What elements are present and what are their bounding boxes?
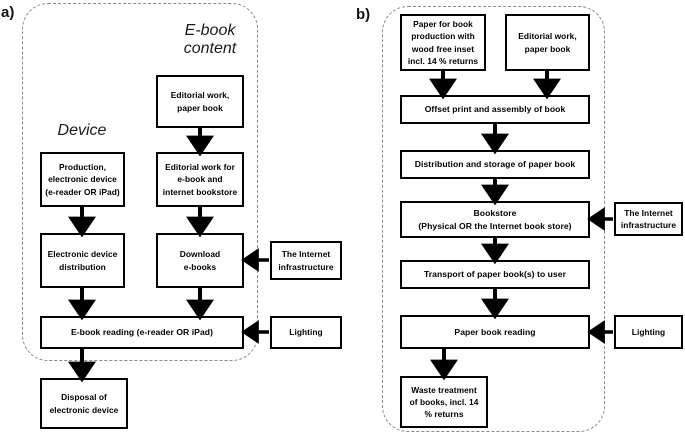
node-paper-book-reading[interactable]: Paper book reading [400, 315, 590, 349]
node-lighting-a[interactable]: Lighting [270, 316, 342, 349]
node-production-electronic-device[interactable]: Production, electronic device (e-reader … [40, 152, 125, 207]
heading-ebook-content: E-book content [183, 22, 237, 57]
node-distribution-storage-paper-book[interactable]: Distribution and storage of paper book [400, 150, 590, 179]
panel-label-a: a) [1, 4, 15, 21]
node-download-ebooks[interactable]: Download e-books [156, 233, 244, 288]
node-paper-for-book-production[interactable]: Paper for book production with wood free… [400, 14, 486, 71]
panel-label-b: b) [356, 6, 371, 23]
node-disposal-electronic-device[interactable]: Disposal of electronic device [40, 378, 128, 429]
node-editorial-work-paper-book-b[interactable]: Editorial work, paper book [505, 14, 590, 71]
node-offset-print-assembly[interactable]: Offset print and assembly of book [400, 95, 590, 124]
panel-a-boundary [22, 3, 258, 361]
node-internet-infrastructure-a[interactable]: The Internet infrastructure [270, 241, 342, 280]
node-internet-infrastructure-b[interactable]: The Internet infrastructure [614, 202, 683, 236]
node-editorial-work-paper-book-a[interactable]: Editorial work, paper book [156, 75, 244, 128]
node-bookstore[interactable]: Bookstore (Physical OR the Internet book… [400, 201, 590, 238]
node-electronic-device-distribution[interactable]: Electronic device distribution [40, 233, 125, 288]
node-lighting-b[interactable]: Lighting [614, 315, 683, 349]
node-ebook-reading[interactable]: E-book reading (e-reader OR iPad) [40, 316, 244, 349]
node-transport-paper-books[interactable]: Transport of paper book(s) to user [400, 260, 590, 289]
heading-device: Device [57, 122, 107, 139]
node-waste-treatment-books[interactable]: Waste treatment of books, incl. 14 % ret… [400, 376, 488, 428]
node-editorial-work-ebook-bookstore[interactable]: Editorial work for e-book and internet b… [156, 152, 244, 207]
